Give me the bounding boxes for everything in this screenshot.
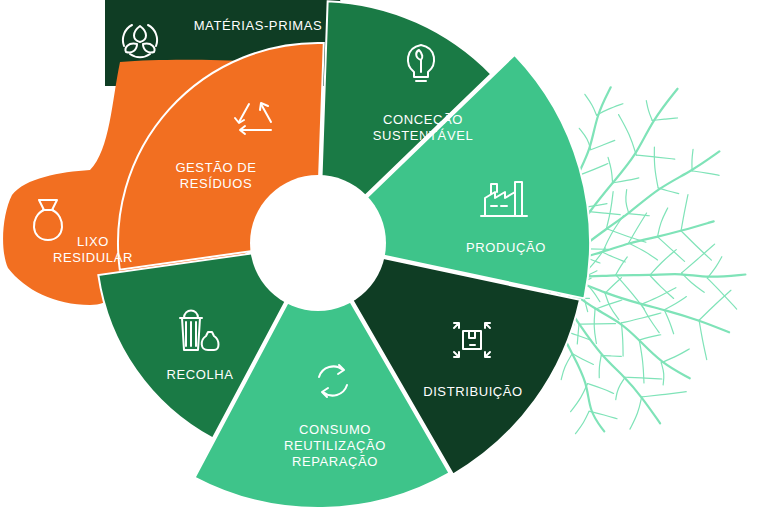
leaf-vein: [603, 252, 626, 262]
leaf-vein: [699, 290, 731, 320]
leaf-vein: [591, 140, 615, 149]
leaf-vein: [681, 231, 711, 260]
leaf-vein: [626, 190, 629, 214]
leaf-vein: [646, 101, 652, 121]
leaf-vein: [561, 354, 572, 380]
collection-segment: RECOLHA: [150, 367, 250, 383]
segment-label: RECOLHA: [150, 367, 250, 383]
leaf-vein: [636, 155, 674, 159]
leaf-vein: [707, 278, 736, 309]
leaf-vein: [599, 356, 601, 378]
leaf-vein: [639, 340, 644, 383]
production-segment: PRODUÇÃO: [451, 240, 561, 256]
leaves-icon: [123, 25, 157, 57]
leaf-vein: [682, 273, 705, 292]
bag-icon: [34, 200, 62, 240]
leaf-vein: [629, 213, 647, 243]
segment-label: LIXO RESIDULAR: [43, 234, 143, 267]
leaf-vein: [613, 178, 639, 183]
leaf-vein: [652, 118, 677, 120]
leaf-vein: [605, 278, 621, 294]
box-icon: [454, 323, 490, 357]
segment-label: CONCEÇÃO SUSTENTÁVEL: [363, 112, 483, 145]
leaf-vein: [572, 354, 593, 365]
leaf-vein: [589, 212, 620, 215]
leaf-vein: [616, 257, 628, 275]
leaf-vein: [575, 411, 589, 433]
leaf-vein: [621, 323, 623, 356]
distribution-segment: DISTRIBUIÇÃO: [413, 384, 533, 400]
segment-label: MATÉRIAS-PRIMAS: [173, 18, 343, 34]
leaf-vein: [639, 335, 661, 340]
leaf-vein: [681, 195, 688, 231]
leaf-vein: [658, 188, 679, 194]
leaf-vein: [641, 304, 659, 332]
leaf-vein: [601, 355, 621, 357]
segment-label: CONSUMO REUTILIZAÇÃO REPARAÇÃO: [265, 422, 405, 471]
consumption-segment: CONSUMO REUTILIZAÇÃO REPARAÇÃO: [265, 422, 405, 471]
leaf-vein: [642, 392, 687, 397]
leaf-vein: [603, 216, 624, 252]
icons: [34, 25, 527, 397]
segment-label: PRODUÇÃO: [451, 240, 561, 256]
leaf-vein: [661, 363, 664, 385]
leaf-vein: [589, 411, 617, 418]
bulb-icon: [408, 45, 434, 81]
leaf-vein: [594, 309, 596, 343]
leaf-vein: [682, 244, 715, 273]
leaf-vein: [571, 383, 588, 411]
segment-label: DISTRIBUIÇÃO: [413, 384, 533, 400]
raw-materials-label: MATÉRIAS-PRIMAS: [173, 18, 343, 34]
segment-label: GESTÃO DE RESÍDUOS: [161, 160, 271, 193]
leaf-vein: [579, 323, 616, 325]
leaf-vein: [661, 349, 689, 363]
cycle-icon: [319, 365, 347, 397]
leaf-vein: [585, 94, 597, 115]
leaf-vein: [616, 377, 625, 399]
leaf-vein: [664, 297, 686, 310]
factory-icon: [481, 182, 527, 216]
ring-hole: [250, 175, 386, 311]
leaf-vein: [692, 149, 693, 171]
ring-segments: [98, 1, 590, 508]
residual-waste-tab: LIXO RESIDULAR: [43, 234, 143, 267]
leaf-vein: [619, 115, 637, 156]
leaf-vein: [608, 157, 613, 183]
design-segment: CONCEÇÃO SUSTENTÁVEL: [363, 112, 483, 145]
leaf-vein: [658, 237, 685, 262]
leaf-vein: [707, 257, 722, 278]
leaf-vein: [692, 171, 719, 175]
leaf-vein: [579, 128, 590, 149]
leaf-vein: [606, 192, 613, 229]
waste-management-segment: GESTÃO DE RESÍDUOS: [161, 160, 271, 193]
recycle-icon: [235, 103, 271, 134]
leaf-vein: [699, 320, 707, 359]
leaf-vein: [658, 208, 668, 237]
leaf-vein: [621, 313, 660, 323]
leaf-vein: [641, 288, 675, 305]
leaf-vein: [664, 310, 673, 334]
leaf-vein: [595, 300, 622, 309]
leaf-vein: [629, 243, 658, 260]
leaf-vein: [588, 383, 614, 393]
bin-icon: [180, 311, 219, 351]
leaf-vein: [654, 147, 658, 188]
leaf-vein: [650, 250, 676, 276]
ring-segment: [98, 253, 286, 438]
leaf-vein: [597, 104, 623, 115]
leaf-vein: [630, 397, 642, 429]
leaf-vein: [577, 324, 579, 344]
leaf-vein: [625, 377, 662, 379]
